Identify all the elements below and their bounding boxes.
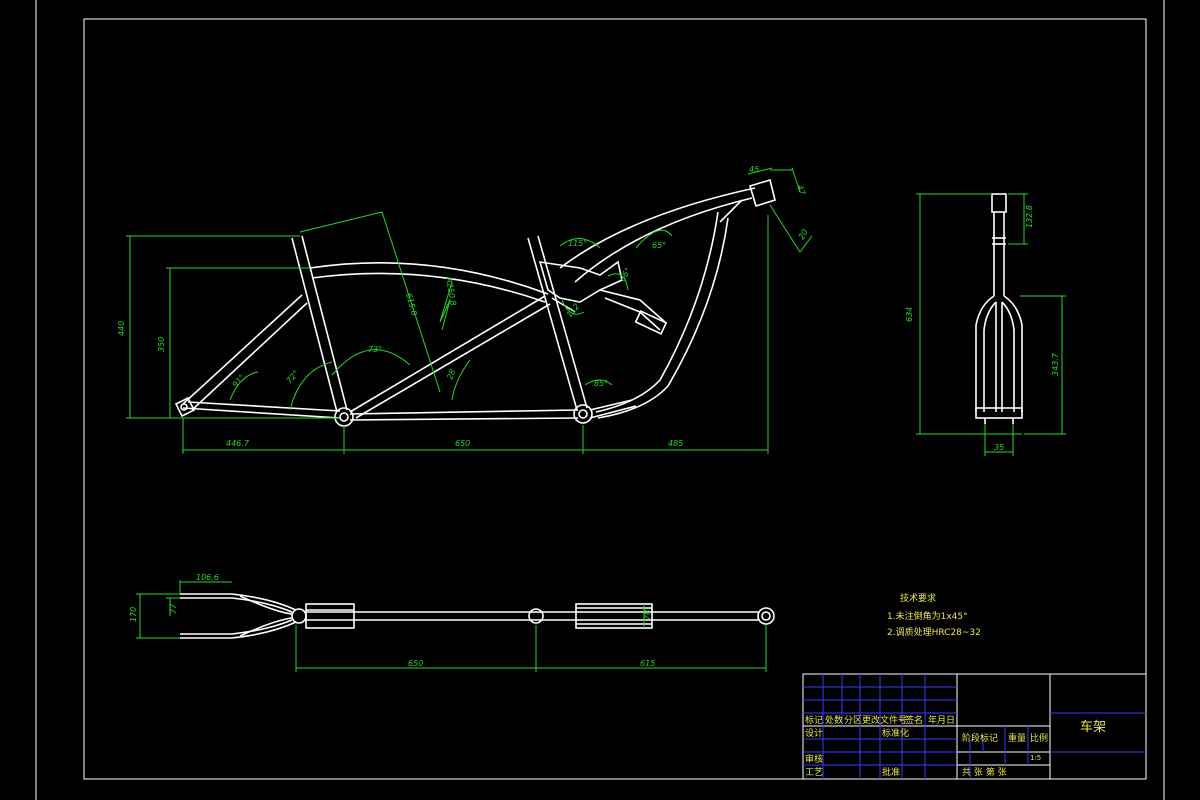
angle-65: 65° xyxy=(652,241,666,250)
fork-dim-132-8: 132.8 xyxy=(1025,205,1034,228)
top-dim-170: 170 xyxy=(129,607,138,622)
angle-115: 115° xyxy=(568,239,587,248)
frame-top-view xyxy=(180,593,775,639)
angle-72: 72° xyxy=(285,369,301,386)
tb-review: 审核 xyxy=(805,753,823,765)
dim-650: 650 xyxy=(455,439,470,448)
fork-dim-343-7: 343.7 xyxy=(1051,352,1060,376)
tb-scale-value: 1:5 xyxy=(1030,754,1041,762)
fork-dim-634: 634 xyxy=(905,307,914,322)
angle-73: 73° xyxy=(368,345,382,354)
dim-350: 350 xyxy=(157,337,166,352)
top-dim-106-6: 106.6 xyxy=(196,573,219,582)
dim-485: 485 xyxy=(668,439,683,448)
side-view-dimensions xyxy=(126,167,813,454)
inner-border xyxy=(83,18,1147,780)
tb-design: 设计 xyxy=(805,727,823,739)
dim-615-8: 615.8 xyxy=(404,292,419,316)
title-block: 标记 处数 分区 更改文件号 签名 年月日 设计 标准化 阶段标记 重量 比例 … xyxy=(802,673,1147,780)
frame-side-view xyxy=(174,178,776,427)
tb-stage: 阶段标记 xyxy=(962,732,998,744)
fork-dim-35: 35 xyxy=(994,443,1004,452)
fork-front-view xyxy=(975,193,1023,424)
dim-45: 45 xyxy=(749,165,759,174)
tb-header-date: 年月日 xyxy=(928,714,955,726)
notes-title: 技术要求 xyxy=(900,592,936,604)
angle-91: 91° xyxy=(231,373,247,390)
tb-header-zone: 分区 xyxy=(844,715,862,726)
tb-scale: 比例 xyxy=(1030,732,1048,744)
tb-standard: 标准化 xyxy=(882,727,909,739)
dim-28: 28 xyxy=(445,368,457,381)
angle-85: 85° xyxy=(594,379,608,388)
tb-weight: 重量 xyxy=(1008,732,1026,744)
top-dim-650: 650 xyxy=(408,659,423,668)
top-dim-615: 615 xyxy=(640,659,655,668)
tb-part-name: 车架 xyxy=(1080,719,1106,735)
fork-dimensions: 634 132.8 343.7 35 xyxy=(905,193,1066,456)
technical-notes: 技术要求 1.未注倒角为1x45° 2.调质处理HRC28~32 xyxy=(887,592,981,638)
notes-line-1: 1.未注倒角为1x45° xyxy=(887,610,968,622)
dim-47: 47 xyxy=(795,184,807,197)
tb-approve: 批准 xyxy=(882,766,900,778)
tb-sheets: 共 张 第 张 xyxy=(962,766,1007,778)
tb-header-mark: 标记 xyxy=(805,714,823,726)
top-view-dimensions: 106.6 170 77 650 615 78 xyxy=(129,573,767,672)
dim-20: 20 xyxy=(797,228,810,241)
tb-header-count: 处数 xyxy=(825,714,843,726)
dim-446-7: 446.7 xyxy=(226,439,250,448)
notes-line-2: 2.调质处理HRC28~32 xyxy=(887,626,981,638)
tb-header-sign: 签名 xyxy=(905,714,923,726)
tb-header-change: 更改文件号 xyxy=(862,714,907,726)
top-dim-78: 78 xyxy=(643,610,652,620)
dim-440: 440 xyxy=(117,321,126,336)
tb-process: 工艺 xyxy=(805,767,823,778)
top-dim-77: 77 xyxy=(169,603,178,614)
